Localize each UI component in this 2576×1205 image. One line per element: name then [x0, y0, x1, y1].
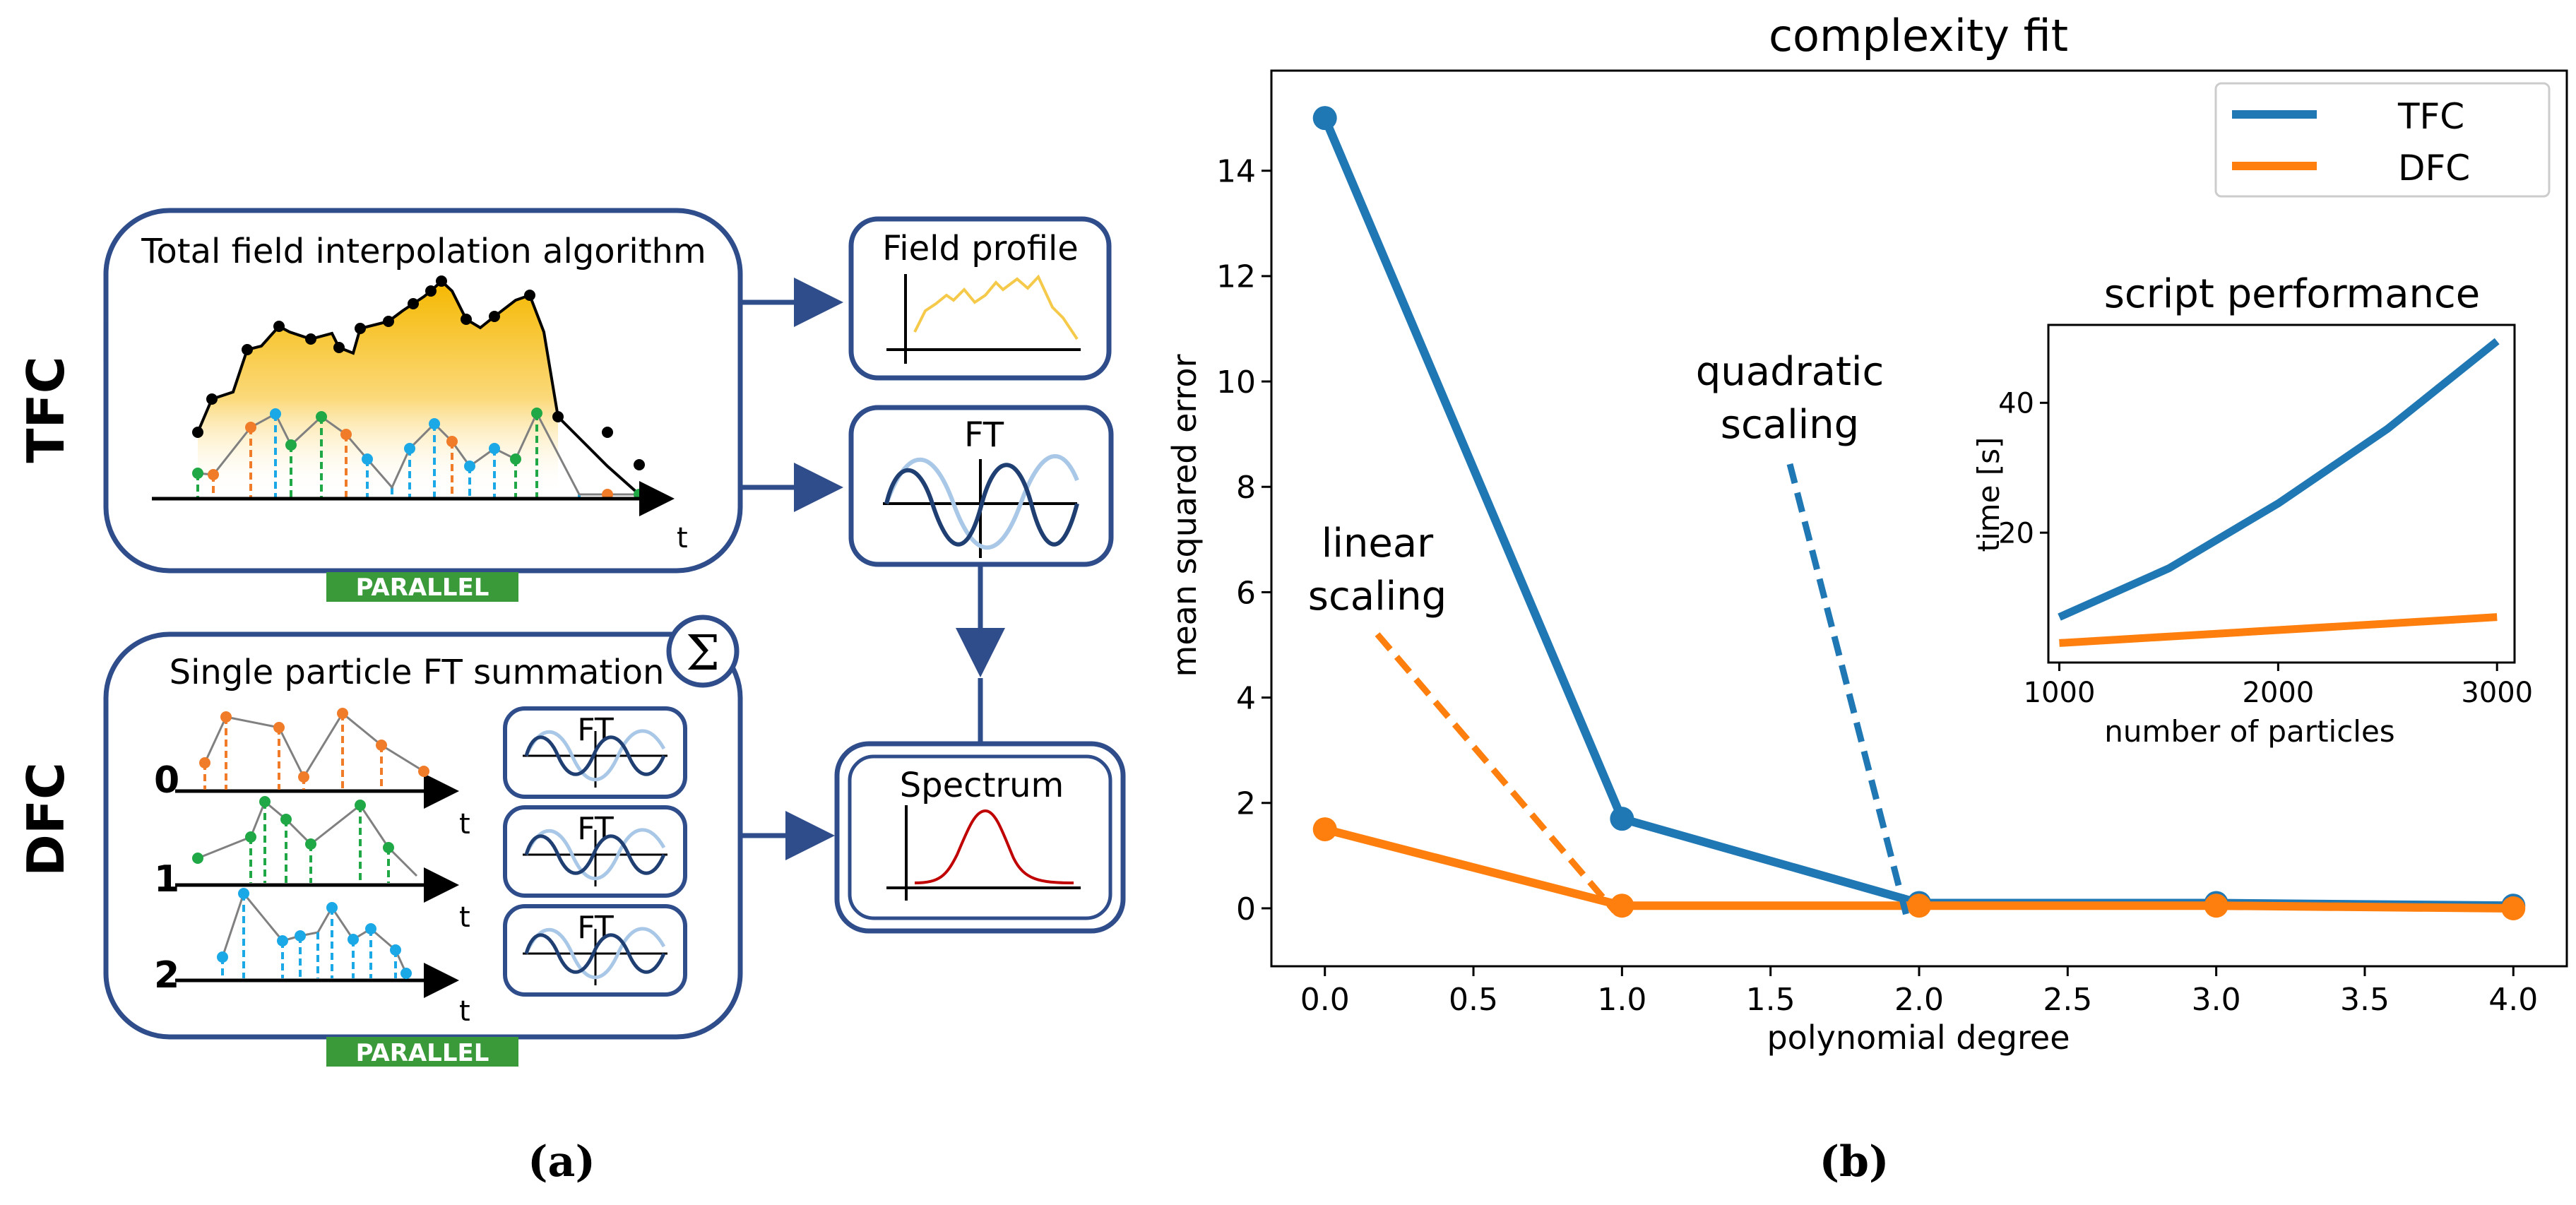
quadratic-scaling-guide — [1786, 463, 1911, 920]
inset-chart-ticks: 1000 2000 3000 20 40 — [1998, 388, 2533, 709]
panel-a-caption: (a) — [528, 1137, 595, 1187]
tfc-ft-title: FT — [964, 415, 1004, 455]
field-profile-title: Field profile — [882, 229, 1079, 268]
tfc-box-title: Total field interpolation algorithm — [141, 232, 706, 271]
inset-chart-series — [2058, 338, 2500, 647]
inset-ytick-label-1: 40 — [1998, 388, 2034, 420]
dfc-ft-box-0: FT — [503, 706, 687, 799]
main-xtick-label-7: 3.5 — [2340, 982, 2390, 1018]
linear-scaling-guide — [1375, 632, 1618, 913]
main-point-tfc-1 — [1610, 807, 1634, 831]
main-chart-xlabel: polynomial degree — [1767, 1019, 2070, 1057]
dfc-parallel-badge-label: PARALLEL — [356, 1039, 489, 1067]
main-xtick-label-0: 0.0 — [1300, 982, 1350, 1018]
dfc-row-1-links — [197, 800, 418, 877]
dfc-row-1-label: 1 — [154, 858, 179, 901]
main-ytick-label-5: 10 — [1216, 364, 1256, 400]
inset-ytick-label-0: 20 — [1998, 518, 2034, 550]
dfc-row-1-time: t — [459, 901, 470, 934]
dfc-ft-box-1: FT — [503, 805, 687, 898]
main-chart-ylabel: mean squared error — [1165, 354, 1204, 677]
linear-scaling-label-2: scaling — [1308, 574, 1447, 619]
field-profile-curve — [913, 274, 1079, 340]
tfc-particle-dots — [192, 408, 645, 500]
inset-chart-title: script performance — [2104, 271, 2481, 317]
dfc-row-2-time: t — [459, 995, 470, 1028]
inset-plot-frame — [2047, 323, 2516, 664]
tfc-ft-wave-dark — [884, 463, 1079, 547]
dfc-row-2-label: 2 — [154, 954, 179, 997]
main-point-dfc-2 — [1907, 894, 1931, 918]
tfc-field-points — [192, 275, 645, 470]
spectrum-box-inner — [848, 754, 1112, 920]
dfc-ft-box-2: FT — [503, 904, 687, 997]
main-xtick-label-4: 2.0 — [1894, 982, 1944, 1018]
tfc-time-label: t — [677, 522, 688, 554]
main-chart-title: complexity fit — [1769, 10, 2068, 61]
quadratic-scaling-label-1: quadratic — [1696, 349, 1884, 395]
legend-label-tfc: TFC — [2397, 96, 2464, 137]
main-ytick-label-2: 4 — [1236, 680, 1256, 716]
inset-xtick-label-1: 2000 — [2242, 677, 2314, 709]
main-chart-ticks: 0.0 0.5 1.0 1.5 2.0 2.5 3.0 3.5 4.0 0 2 4 6 8 10 12 14 — [1216, 154, 2538, 1018]
quadratic-scaling-label-2: scaling — [1721, 402, 1859, 448]
inset-xtick-label-2: 3000 — [2461, 677, 2533, 709]
main-xtick-label-5: 2.5 — [2043, 982, 2092, 1018]
tfc-particles — [196, 413, 581, 498]
linear-scaling-label-1: linear — [1322, 521, 1434, 566]
main-ytick-label-0: 0 — [1236, 891, 1256, 927]
panel-a: TFC DFC Total field interpolation algori… — [16, 208, 1126, 1187]
legend-frame — [2214, 82, 2551, 198]
main-xtick-label-1: 0.5 — [1449, 982, 1498, 1018]
spectrum-title: Spectrum — [900, 766, 1064, 805]
inset-series-line-tfc — [2058, 338, 2500, 621]
main-point-dfc-0 — [1312, 817, 1337, 842]
main-chart-series — [1312, 106, 2526, 920]
main-ytick-label-6: 12 — [1216, 259, 1256, 295]
sum-symbol: Σ — [686, 626, 720, 682]
dfc-parallel-badge — [326, 1037, 518, 1067]
tfc-parallel-badge — [326, 572, 518, 602]
dfc-side-label: DFC — [16, 762, 76, 877]
main-xtick-label-3: 1.5 — [1746, 982, 1796, 1018]
main-point-dfc-3 — [2204, 894, 2228, 918]
tfc-ft-wave-light — [884, 453, 1079, 550]
dfc-row-1-stems — [249, 802, 390, 883]
main-xtick-label-6: 3.0 — [2192, 982, 2241, 1018]
spectrum-curve — [914, 809, 1074, 884]
dfc-row-0-label: 0 — [154, 759, 179, 802]
dfc-row-2-links — [221, 891, 408, 974]
panel-b-caption: (b) — [1820, 1137, 1889, 1187]
dfc-row-0-dots — [199, 708, 429, 783]
complexity-fit-chart: complexity fit polynomial degree mean sq… — [1165, 10, 2568, 1057]
inset-series-line-dfc — [2059, 613, 2498, 647]
legend-label-dfc: DFC — [2398, 148, 2470, 189]
inset-xtick-label-0: 1000 — [2024, 677, 2096, 709]
dfc-row-2-dots — [217, 888, 412, 979]
main-xtick-label-8: 4.0 — [2488, 982, 2538, 1018]
dfc-row-1-dots — [192, 796, 394, 864]
sum-circle — [666, 615, 740, 688]
main-xtick-label-2: 1.0 — [1597, 982, 1646, 1018]
script-performance-chart: script performance number of particles t… — [1971, 271, 2533, 749]
tfc-side-label: TFC — [16, 356, 76, 463]
inset-chart-ylabel: time [s] — [1971, 437, 2006, 552]
inset-chart-xlabel: number of particles — [2104, 714, 2394, 749]
main-ytick-label-3: 6 — [1236, 575, 1256, 611]
main-point-dfc-4 — [2501, 896, 2526, 920]
main-point-dfc-1 — [1610, 894, 1634, 918]
main-point-tfc-0 — [1312, 106, 1337, 131]
dfc-box-title: Single particle FT summation — [170, 653, 665, 692]
main-chart-legend: TFC DFC — [2214, 82, 2551, 198]
tfc-parallel-badge-label: PARALLEL — [356, 574, 489, 602]
main-ytick-label-1: 2 — [1236, 786, 1256, 822]
main-ytick-label-4: 8 — [1236, 470, 1256, 506]
dfc-row-0-time: t — [459, 808, 470, 841]
main-ytick-label-7: 14 — [1216, 154, 1256, 190]
